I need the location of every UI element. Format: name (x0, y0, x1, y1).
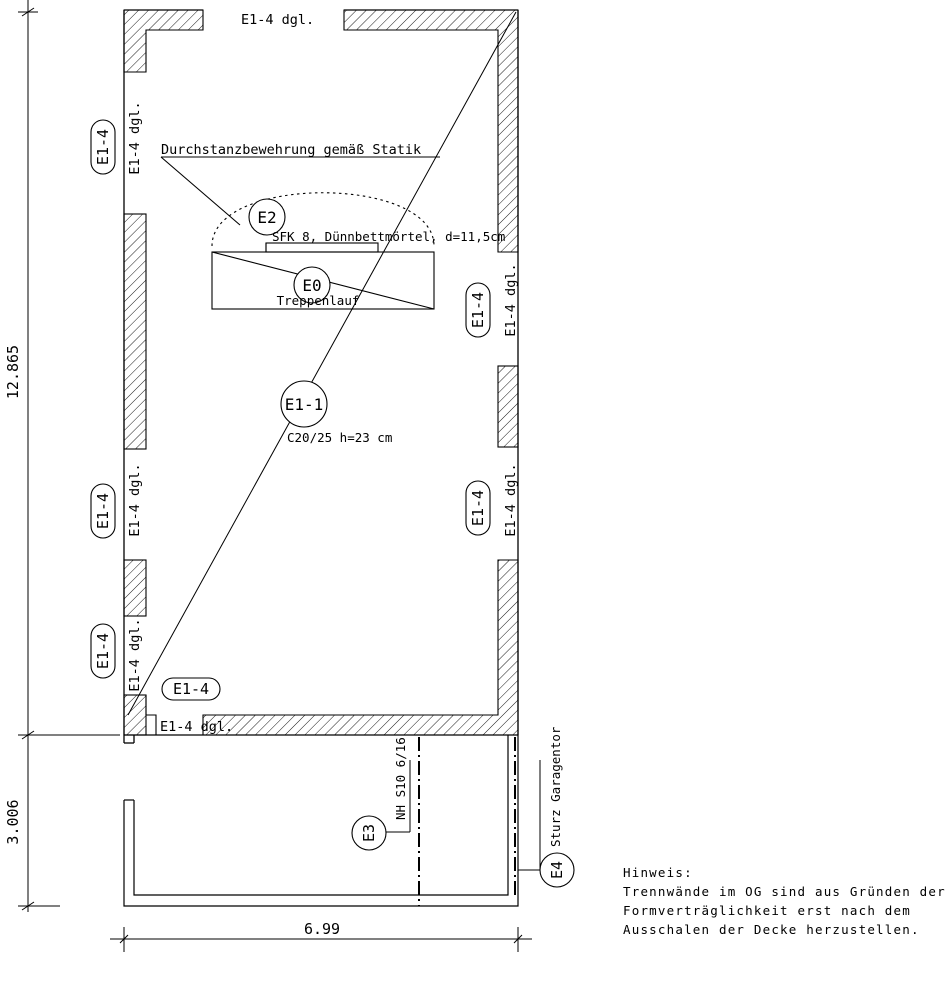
bubble-e3: E3 (351, 815, 387, 851)
label-top-dgl: E1-4 dgl. (241, 12, 314, 28)
bubble-corner-e1-4: E1-4 (161, 677, 221, 701)
svg-text:E1-4: E1-4 (469, 292, 487, 328)
stair-opening (160, 156, 440, 310)
note-line-3: Ausschalen der Decke herzustellen. (623, 922, 920, 937)
label-left-dgl-2: E1-4 dgl. (127, 463, 143, 536)
label-left-dgl-1: E1-4 dgl. (127, 101, 143, 174)
svg-text:E0: E0 (302, 276, 321, 295)
beam-leaders (386, 760, 541, 871)
hatched-walls (123, 9, 519, 736)
svg-text:E3: E3 (360, 824, 378, 842)
svg-text:E1-4: E1-4 (94, 129, 112, 165)
bubble-e4: E4 (539, 852, 575, 888)
svg-text:E1-1: E1-1 (285, 395, 324, 414)
svg-text:E1-4: E1-4 (94, 633, 112, 669)
bubble-e1-1: E1-1 (280, 380, 328, 428)
label-beam-e4: Sturz Garagentor (548, 726, 563, 847)
slab-span-diagonal (127, 11, 517, 716)
svg-text:E1-4: E1-4 (94, 493, 112, 529)
bubble-left-e1-4-2: E1-4 (90, 483, 116, 539)
bubble-left-e1-4-1: E1-4 (90, 119, 116, 175)
dimension-horizontal (110, 927, 532, 952)
svg-text:E1-4: E1-4 (173, 680, 209, 698)
dimension-width: 6.99 (304, 920, 340, 938)
dimension-vertical (18, 0, 120, 912)
corner-notch (145, 695, 157, 735)
garage-outline (123, 735, 519, 907)
note-line-2: Formverträglichkeit erst nach dem (623, 903, 911, 918)
dimension-height-lower: 3.006 (4, 799, 22, 844)
label-stair: Treppenlauf (277, 293, 360, 308)
note-title: Hinweis: (623, 865, 693, 880)
bubble-e2: E2 (248, 198, 286, 236)
label-right-dgl-2: E1-4 dgl. (503, 463, 519, 536)
dimension-height-upper: 12.865 (4, 345, 22, 399)
label-right-dgl-1: E1-4 dgl. (503, 263, 519, 336)
beam-lines (418, 737, 516, 906)
bubble-left-e1-4-3: E1-4 (90, 623, 116, 679)
label-left-dgl-3: E1-4 dgl. (127, 618, 143, 691)
note-line-1: Trennwände im OG sind aus Gründen der (623, 884, 946, 899)
svg-text:E1-4: E1-4 (469, 490, 487, 526)
label-sfk-note: SFK 8, Dünnbettmörtel, d=11,5cm (272, 229, 505, 244)
bubble-right-e1-4-1: E1-4 (465, 282, 491, 338)
bubble-right-e1-4-2: E1-4 (465, 480, 491, 536)
label-beam-e3: NH S10 6/16 (393, 737, 408, 820)
svg-text:E4: E4 (548, 861, 566, 879)
label-punching-note: Durchstanzbewehrung gemäß Statik (161, 142, 421, 158)
label-slab-spec: C20/25 h=23 cm (287, 430, 392, 445)
svg-text:E2: E2 (257, 208, 276, 227)
label-bottom-dgl: E1-4 dgl. (160, 719, 233, 735)
wall-outlines (123, 9, 519, 744)
note-block: Hinweis: Trennwände im OG sind aus Gründ… (623, 865, 946, 937)
bubble-e0: E0 (293, 266, 331, 304)
